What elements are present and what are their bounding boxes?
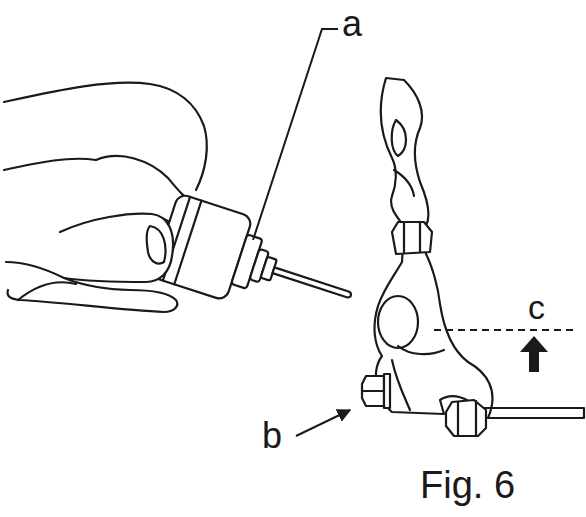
callout-letter: c — [528, 290, 545, 324]
callout-letter: a — [342, 6, 362, 42]
thumb — [60, 214, 173, 282]
hand — [4, 159, 96, 170]
drain-bolt — [362, 376, 384, 406]
engine-casing — [375, 78, 584, 418]
drain-bolt-washer — [384, 374, 390, 408]
leader-line — [253, 29, 338, 240]
casing-bolt — [404, 222, 420, 252]
level-line — [434, 329, 578, 331]
level-arrow — [520, 336, 548, 372]
leader-arrow — [296, 410, 350, 436]
callout-letter: b — [262, 418, 282, 454]
fingers — [18, 282, 76, 300]
casing-bolt — [458, 401, 476, 436]
thumb-nail — [147, 226, 166, 264]
fingers — [6, 262, 177, 312]
casing-detail — [392, 120, 414, 196]
drain-bolt — [362, 390, 384, 392]
casing-detail — [392, 346, 444, 410]
hand — [4, 83, 207, 190]
filler-opening — [378, 296, 418, 348]
casing-bolt — [446, 400, 486, 436]
casing-bolt — [392, 222, 432, 254]
dipstick — [273, 267, 352, 298]
figure-caption: Fig. 6 — [420, 466, 515, 504]
